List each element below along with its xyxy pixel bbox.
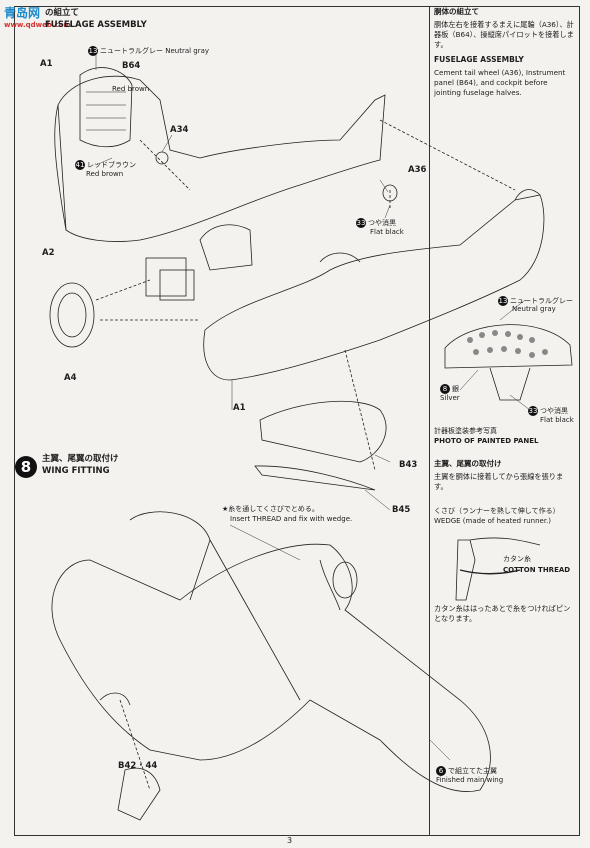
- label-a36: A36: [408, 165, 427, 175]
- sidebar-jp-body: 胴体左右を接着するまえに尾輪（A36）、計器板（B64）、操縦席パイロットを接着…: [434, 20, 574, 49]
- cotton-note-jp: カタン糸ははったあとで糸をつければピンとなります。: [434, 604, 571, 623]
- label-b42-44: B42 · 44: [118, 761, 158, 771]
- sidebar-wing-header: 主翼、尾翼の取付け: [434, 459, 502, 468]
- callout-flat-black-en: Flat black: [370, 228, 404, 236]
- cotton-label-jp: カタン糸: [503, 555, 531, 563]
- panel-number-33: 33: [528, 406, 538, 416]
- page-number: 3: [287, 836, 293, 845]
- label-a34: A34: [170, 125, 189, 135]
- sidebar-en-header: FUSELAGE ASSEMBLY: [434, 55, 524, 64]
- tailplane-b45: [254, 465, 376, 491]
- photo-caption-jp: 計器板塗装参考写真: [434, 427, 497, 435]
- panel-neutral-en: Neutral gray: [512, 305, 556, 313]
- panel-number-8: 8: [440, 384, 450, 394]
- label-b43: B43: [399, 460, 418, 470]
- callout-brown-en-top: Red brown: [112, 85, 150, 93]
- step-8-badge: 8: [15, 456, 37, 478]
- fuselage-title-jp: の組立て: [45, 8, 80, 18]
- wing-title-en: WING FITTING: [42, 466, 110, 476]
- color-number-13: 13: [88, 46, 98, 56]
- wing-piece-b42: [117, 767, 161, 821]
- label-a2: A2: [42, 248, 55, 258]
- sidebar-jp-header: 胴体の組立て: [434, 7, 479, 16]
- column-divider: [429, 6, 430, 836]
- label-b64: B64: [122, 61, 141, 71]
- engine-cowl-ring: [49, 282, 95, 348]
- panel-number-13: 13: [498, 296, 508, 306]
- sidebar-wing-body: 主翼を胴体に接着してから張線を張ります。: [434, 472, 564, 491]
- finished-wing-en: Finished main wing: [436, 776, 504, 784]
- color-number-33: 33: [356, 218, 366, 228]
- wing-title-jp: 主翼、尾翼の取付け: [42, 454, 119, 464]
- fuselage-half-left: [57, 75, 386, 242]
- photo-caption-en: PHOTO OF PAINTED PANEL: [434, 437, 539, 445]
- fuselage-title-en: FUSELAGE ASSEMBLY: [45, 20, 147, 30]
- step-number-6: 6: [436, 766, 446, 776]
- color-number-41: 41: [75, 160, 85, 170]
- wedge-detail: [455, 539, 476, 601]
- callout-red-brown-en: Red brown: [86, 170, 124, 178]
- watermark-url: www.qdweb.com: [4, 21, 71, 29]
- wedge-label-en: WEDGE (made of heated runner.): [434, 517, 552, 525]
- fuselage-half-right: [203, 194, 545, 381]
- watermark-logo: 青岛网: [4, 6, 41, 20]
- thread-instruction-en: Insert THREAD and fix with wedge.: [230, 515, 353, 523]
- panel-silver-en: Silver: [440, 394, 460, 402]
- tailplane-b43: [259, 400, 387, 463]
- label-b45: B45: [392, 505, 411, 515]
- thread-instruction-jp: ★糸を通してくさびでとめる。: [222, 505, 319, 513]
- panel-flat-en: Flat black: [540, 416, 574, 424]
- label-a1-top: A1: [40, 59, 53, 69]
- wedge-label-jp: くさび（ランナーを熱して伸して作る）: [434, 507, 560, 515]
- label-a1-bottom: A1: [233, 403, 246, 413]
- sidebar-en-body: Cement tail wheel (A36), Instrument pane…: [434, 68, 566, 97]
- instrument-panel-photo: [444, 324, 573, 369]
- aircraft-wing-assembly: [51, 543, 491, 792]
- page-frame: [14, 6, 580, 836]
- label-a4: A4: [64, 373, 77, 383]
- cotton-label-en: COTTON THREAD: [503, 566, 571, 574]
